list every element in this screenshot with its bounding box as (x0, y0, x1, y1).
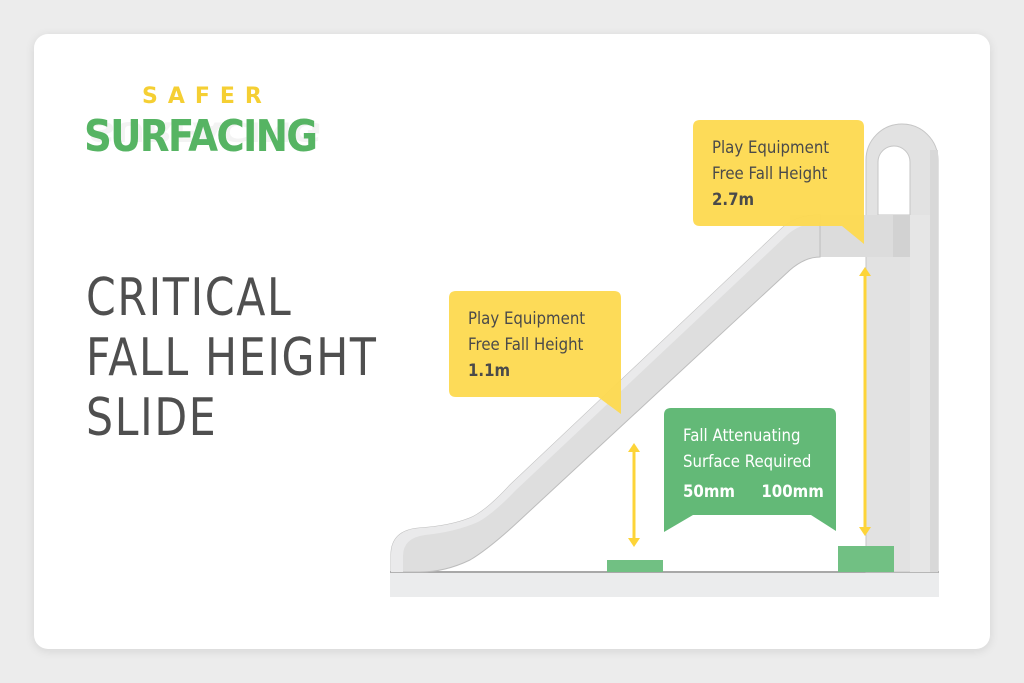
callout-low: Play Equipment Free Fall Height 1.1m (468, 306, 601, 384)
title-line-1: CRITICAL (86, 268, 293, 328)
high-height-arrow (859, 267, 871, 536)
logo-surfacing-text: SURFACING (84, 111, 318, 162)
callout-high-bg (693, 120, 864, 244)
callout-high: Play Equipment Free Fall Height 2.7m (712, 135, 845, 213)
callout-high-line1: Play Equipment (712, 138, 830, 158)
page-title: CRITICAL FALL HEIGHT SLIDE (86, 268, 378, 448)
surface-pad-50mm (607, 560, 663, 572)
callout-surface-line2: Surface Required (683, 452, 812, 472)
safer-surfacing-logo: SURFACING SAFER SURFACING (84, 84, 324, 204)
surface-value-100mm: 100mm (761, 482, 824, 502)
callout-surface-line1: Fall Attenuating (683, 426, 801, 446)
callout-low-value: 1.1m (468, 361, 511, 381)
callout-surface: Fall Attenuating Surface Required 50mm 1… (683, 423, 843, 505)
callout-low-bg (449, 291, 621, 414)
ground (390, 572, 939, 597)
platform-edge (893, 215, 910, 257)
title-line-3: SLIDE (86, 388, 218, 448)
logo-safer-text: SAFER (142, 84, 272, 109)
surface-value-50mm: 50mm (683, 482, 736, 502)
callout-surface-bg (664, 408, 836, 532)
slide-ladder-loop (865, 123, 939, 573)
callout-high-line2: Free Fall Height (712, 164, 828, 184)
callout-low-line2: Free Fall Height (468, 335, 584, 355)
low-height-arrow (628, 443, 640, 547)
callout-high-value: 2.7m (712, 190, 755, 210)
callout-low-line1: Play Equipment (468, 309, 586, 329)
title-line-2: FALL HEIGHT (86, 328, 378, 388)
surface-pad-100mm (838, 546, 894, 572)
